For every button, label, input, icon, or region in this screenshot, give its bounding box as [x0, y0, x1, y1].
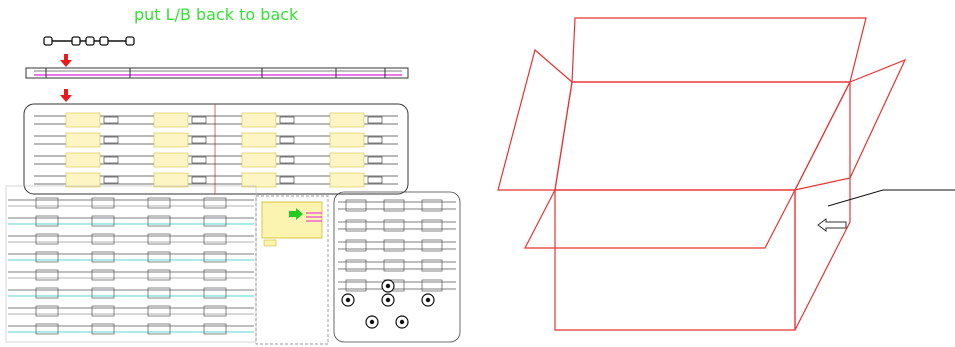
tray-top-view [23, 103, 409, 195]
carton-front-flap [524, 189, 796, 249]
down-arrow-icon [60, 54, 72, 67]
right-arrow-icon [289, 208, 303, 220]
carton-right-flap [793, 58, 907, 191]
carton-front-face [554, 189, 796, 331]
down-arrow-icon [60, 89, 72, 102]
tray-side-view [25, 67, 409, 79]
tray-stack-view [5, 185, 461, 345]
carton-back-flap [571, 17, 867, 83]
pointer-line [827, 189, 884, 207]
carton-side-face [794, 81, 851, 331]
carton-box [497, 17, 907, 331]
carton-left-flap [497, 48, 573, 191]
left-arrow-icon [817, 218, 847, 232]
instruction-label: put L/B back to back [134, 5, 299, 24]
lb-strip [43, 36, 135, 46]
